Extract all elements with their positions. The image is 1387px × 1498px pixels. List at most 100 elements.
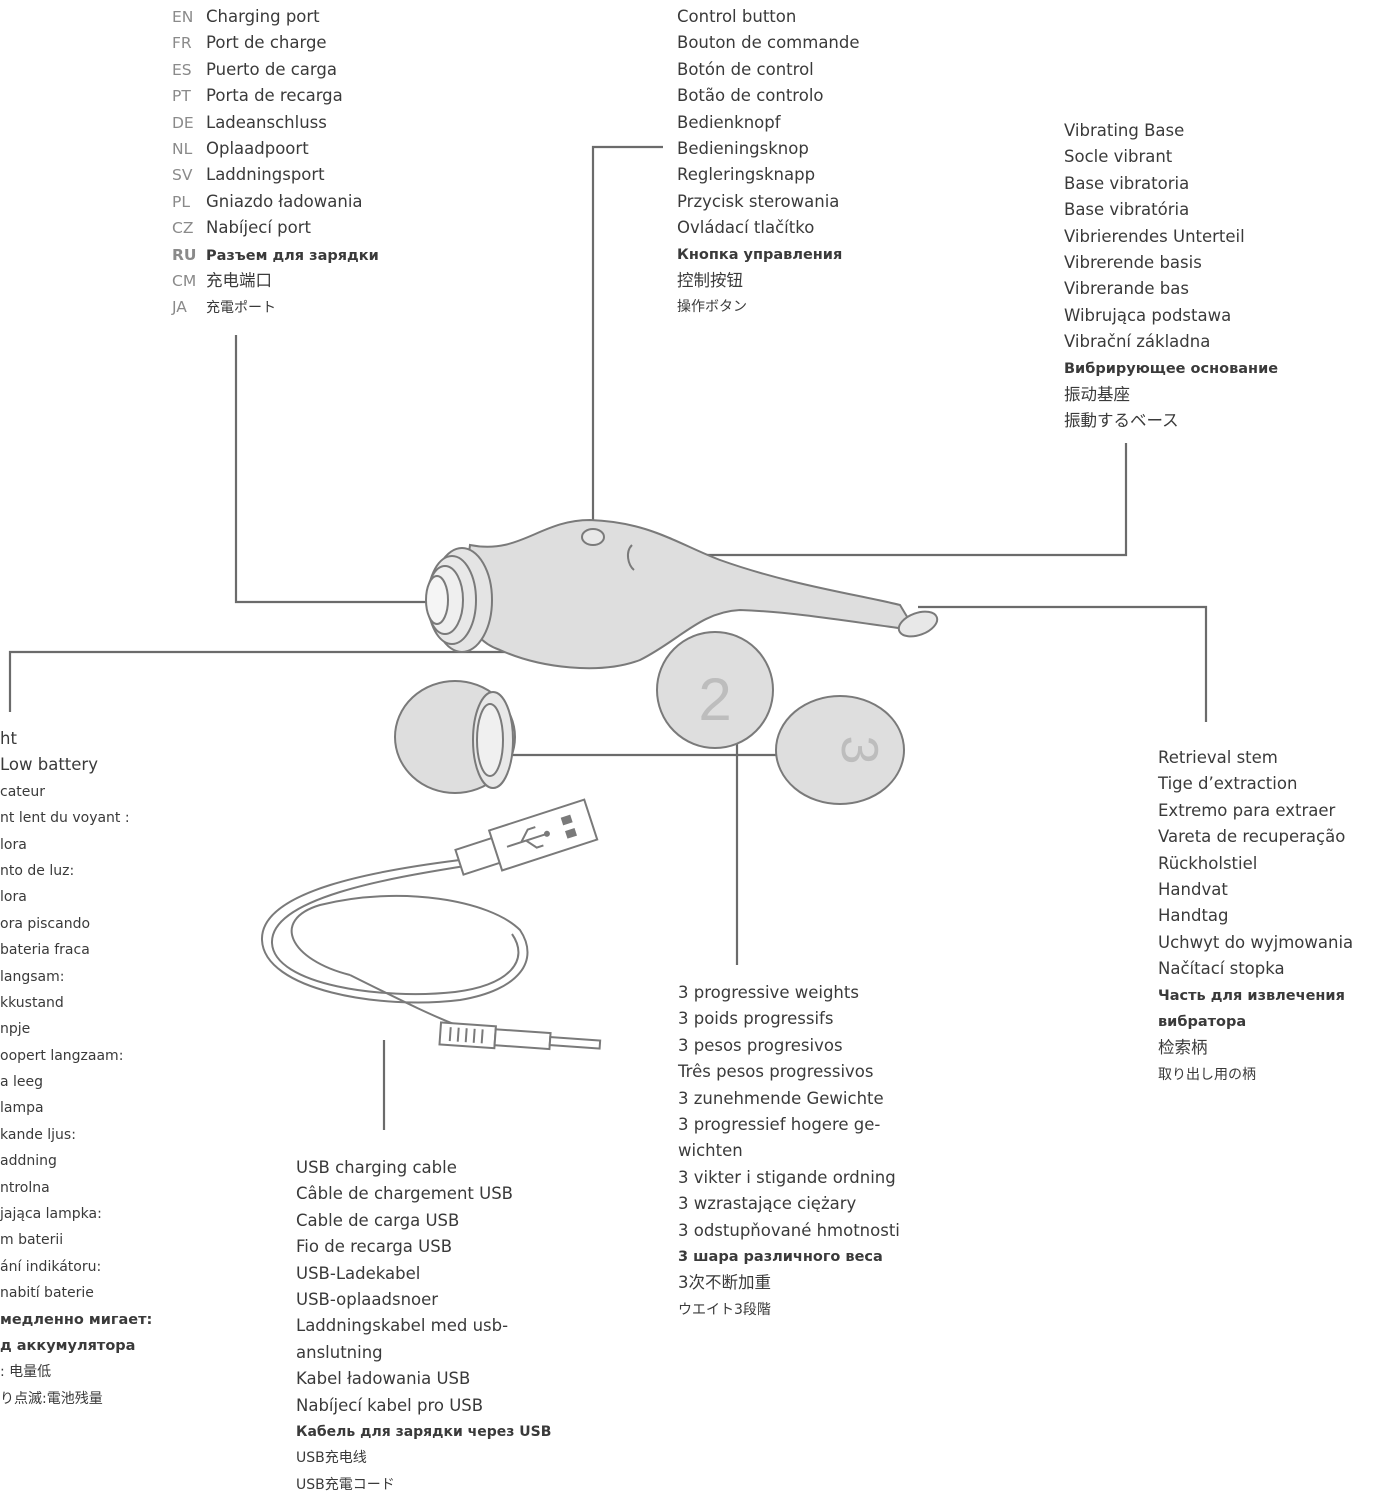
language-code: DE	[172, 113, 194, 132]
weight-3-number: 3	[830, 736, 888, 765]
usb-cable-label: Nabíjecí kabel pro USB	[296, 1395, 484, 1415]
weight-cap	[394, 680, 516, 794]
indicator-light-label: a leeg	[0, 1074, 44, 1091]
vibrating-base-label: Vibrerande bas	[1064, 279, 1189, 299]
indicator-light-label: cateur	[0, 783, 46, 800]
indicator-light-label: медленно мигает:	[0, 1311, 153, 1328]
indicator-light-label: langsam:	[0, 968, 65, 985]
control-button-label: Regleringsknapp	[677, 165, 816, 185]
indicator-light-label: jająca lampka:	[0, 1206, 102, 1223]
leader-control-button	[591, 145, 663, 535]
weight-3: 3	[775, 695, 905, 805]
weights-label: ウエイト3段階	[678, 1301, 771, 1318]
control-button-label: 操作ボタン	[677, 299, 747, 316]
language-code: CZ	[172, 219, 194, 238]
charging-port-icon	[425, 547, 493, 653]
control-button-label: Botón de control	[677, 59, 814, 79]
indicator-light-label: : 电量低	[0, 1364, 52, 1381]
retrieval-stem-tip	[897, 610, 939, 638]
vibrating-base-label: 振动基座	[1064, 384, 1130, 404]
language-code: EN	[172, 8, 194, 26]
weights-label: 3 vikter i stigande ordning	[678, 1167, 896, 1187]
retrieval-stem-label: 取り出し用の柄	[1158, 1066, 1256, 1083]
weights-label: 3 zunehmende Gewichte	[678, 1088, 884, 1108]
weights-label: 3 odstupňované hmotnosti	[678, 1220, 900, 1240]
language-code: RU	[172, 245, 197, 264]
language-code: NL	[172, 139, 193, 158]
control-button-label: Przycisk sterowania	[677, 191, 840, 211]
retrieval-stem-label: Tige d’extraction	[1158, 774, 1298, 794]
indicator-light-label: Low battery	[0, 755, 98, 775]
indicator-light-label: д аккумулятора	[0, 1337, 136, 1354]
charging-port-text: Oplaadpoort	[206, 138, 309, 158]
indicator-light-label: lampa	[0, 1100, 44, 1117]
retrieval-stem-label: Extremo para extraer	[1158, 800, 1336, 820]
control-button-label: Кнопка управления	[677, 246, 843, 263]
language-code: CM	[172, 271, 197, 290]
charging-port-text: 充電ポート	[206, 300, 276, 317]
weight-2-number: 2	[698, 666, 731, 733]
device-body	[425, 518, 939, 670]
language-code: FR	[172, 34, 192, 53]
usb-cable-label: USB充电线	[296, 1450, 367, 1467]
weights-label: 3 progressive weights	[678, 983, 859, 1002]
charging-port-label: RU Разъем для зарядки	[172, 242, 379, 268]
indicator-light-label: り点滅:電池残量	[0, 1390, 103, 1407]
indicator-light-label: bateria fraca	[0, 942, 90, 959]
charging-port-text: Port de charge	[206, 33, 327, 53]
indicator-light-label: ntrolna	[0, 1179, 50, 1196]
retrieval-stem-label: Rückholstiel	[1158, 853, 1258, 873]
indicator-light-label: ora piscando	[0, 915, 91, 932]
vibrating-base-label: Wibrująca podstawa	[1064, 305, 1232, 325]
language-code: ES	[172, 60, 192, 79]
language-code: PL	[172, 192, 190, 211]
weights-label: 3 progressief hogere ge-wichten	[678, 1114, 881, 1161]
weights-label: 3 pesos progresivos	[678, 1035, 843, 1055]
vibrating-base-label: Vibrerende basis	[1064, 252, 1202, 272]
charging-port-text: Laddningsport	[206, 165, 325, 185]
vibrating-base-label: 振動するベース	[1064, 411, 1179, 431]
control-button-label: Ovládací tlačítko	[677, 218, 815, 238]
retrieval-stem-label: Vareta de recuperação	[1158, 827, 1346, 847]
indicator-light-label: addning	[0, 1153, 57, 1170]
charging-port-text: Nabíjecí port	[206, 218, 311, 238]
leader-charging-port	[234, 335, 430, 604]
control-button-label: Bouton de commande	[677, 33, 860, 53]
weights-label: Três pesos progressivos	[678, 1062, 874, 1082]
charging-port-text: Разъем для зарядки	[206, 247, 379, 264]
weight-2: 2	[656, 631, 774, 749]
indicator-light-label: kande ljus:	[0, 1126, 76, 1143]
control-button-label: Bedieningsknop	[677, 138, 809, 158]
retrieval-stem-label: Часть для извлечения вибратора	[1158, 987, 1345, 1030]
retrieval-stem-label: Handtag	[1158, 906, 1229, 926]
usb-cable-icon	[260, 798, 602, 1051]
usb-cable-label: Кабель для зарядки через USB	[296, 1423, 552, 1440]
indicator-light-label: m baterii	[0, 1232, 64, 1249]
retrieval-stem-label: Retrieval stem	[1158, 748, 1278, 767]
weights-label: 3 шара различного веса	[678, 1248, 883, 1265]
usb-cable-label: Laddningskabel med usb-anslutning	[296, 1316, 509, 1362]
vibrating-base-label: Вибрирующее основание	[1064, 360, 1279, 377]
charging-port-label: NL Oplaadpoort	[172, 136, 379, 162]
vibrating-base-label: Vibrierendes Unterteil	[1064, 226, 1245, 246]
usb-cable-label: USB charging cable	[296, 1158, 457, 1177]
control-button-label: Control button	[677, 7, 797, 26]
indicator-light-label: nt lent du voyant :	[0, 810, 130, 827]
charging-port-label: CZ Nabíjecí port	[172, 215, 379, 241]
retrieval-stem-label: Uchwyt do wyjmowania	[1158, 932, 1354, 952]
usb-cable-label: Câble de chargement USB	[296, 1184, 513, 1204]
weights-label: 3 poids progressifs	[678, 1009, 834, 1029]
leader-vibrating-base	[650, 443, 1128, 557]
